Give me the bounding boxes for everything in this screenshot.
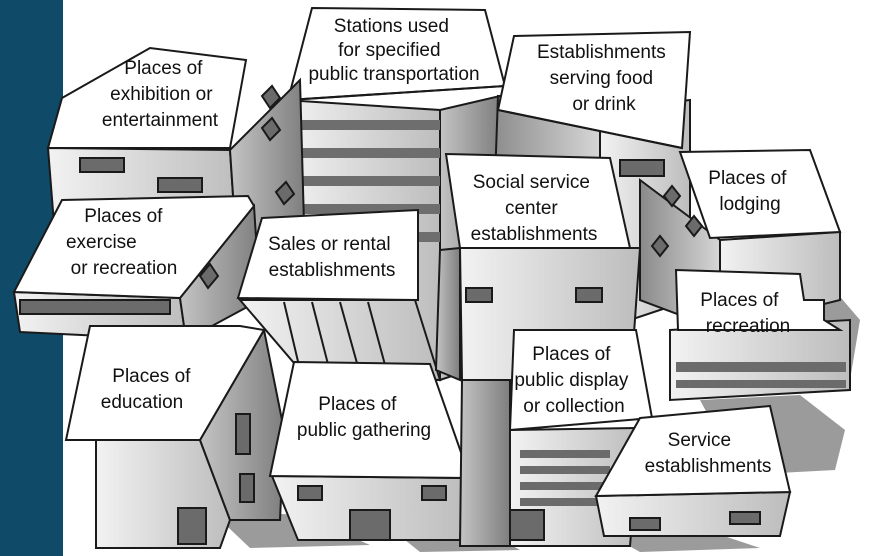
label-display: Places of public display or collection bbox=[514, 344, 633, 417]
label-recreation: Places of recreation bbox=[700, 290, 790, 337]
building-education bbox=[64, 325, 286, 549]
building-service bbox=[594, 404, 792, 537]
building-sales bbox=[236, 208, 442, 382]
building-social bbox=[434, 152, 642, 392]
building-exercise bbox=[12, 194, 262, 342]
label-social: Social service center establishments bbox=[471, 172, 598, 245]
building-recreation bbox=[669, 268, 851, 402]
label-lodging: Places of lodging bbox=[708, 168, 791, 215]
label-exercise: Places of exercise or recreation bbox=[66, 206, 177, 279]
building-gathering bbox=[268, 360, 472, 541]
label-sales: Sales or rental establishments bbox=[268, 234, 396, 281]
building-display bbox=[458, 329, 654, 547]
label-food: Establishments serving food or drink bbox=[537, 42, 671, 115]
label-education: Places of education bbox=[101, 366, 196, 413]
label-exhibition: Places of exhibition or entertainment bbox=[102, 58, 219, 131]
label-stations: Stations used for specified public trans… bbox=[308, 16, 479, 85]
label-service: Service establishments bbox=[645, 430, 772, 477]
label-gathering: Places of public gathering bbox=[297, 394, 431, 441]
